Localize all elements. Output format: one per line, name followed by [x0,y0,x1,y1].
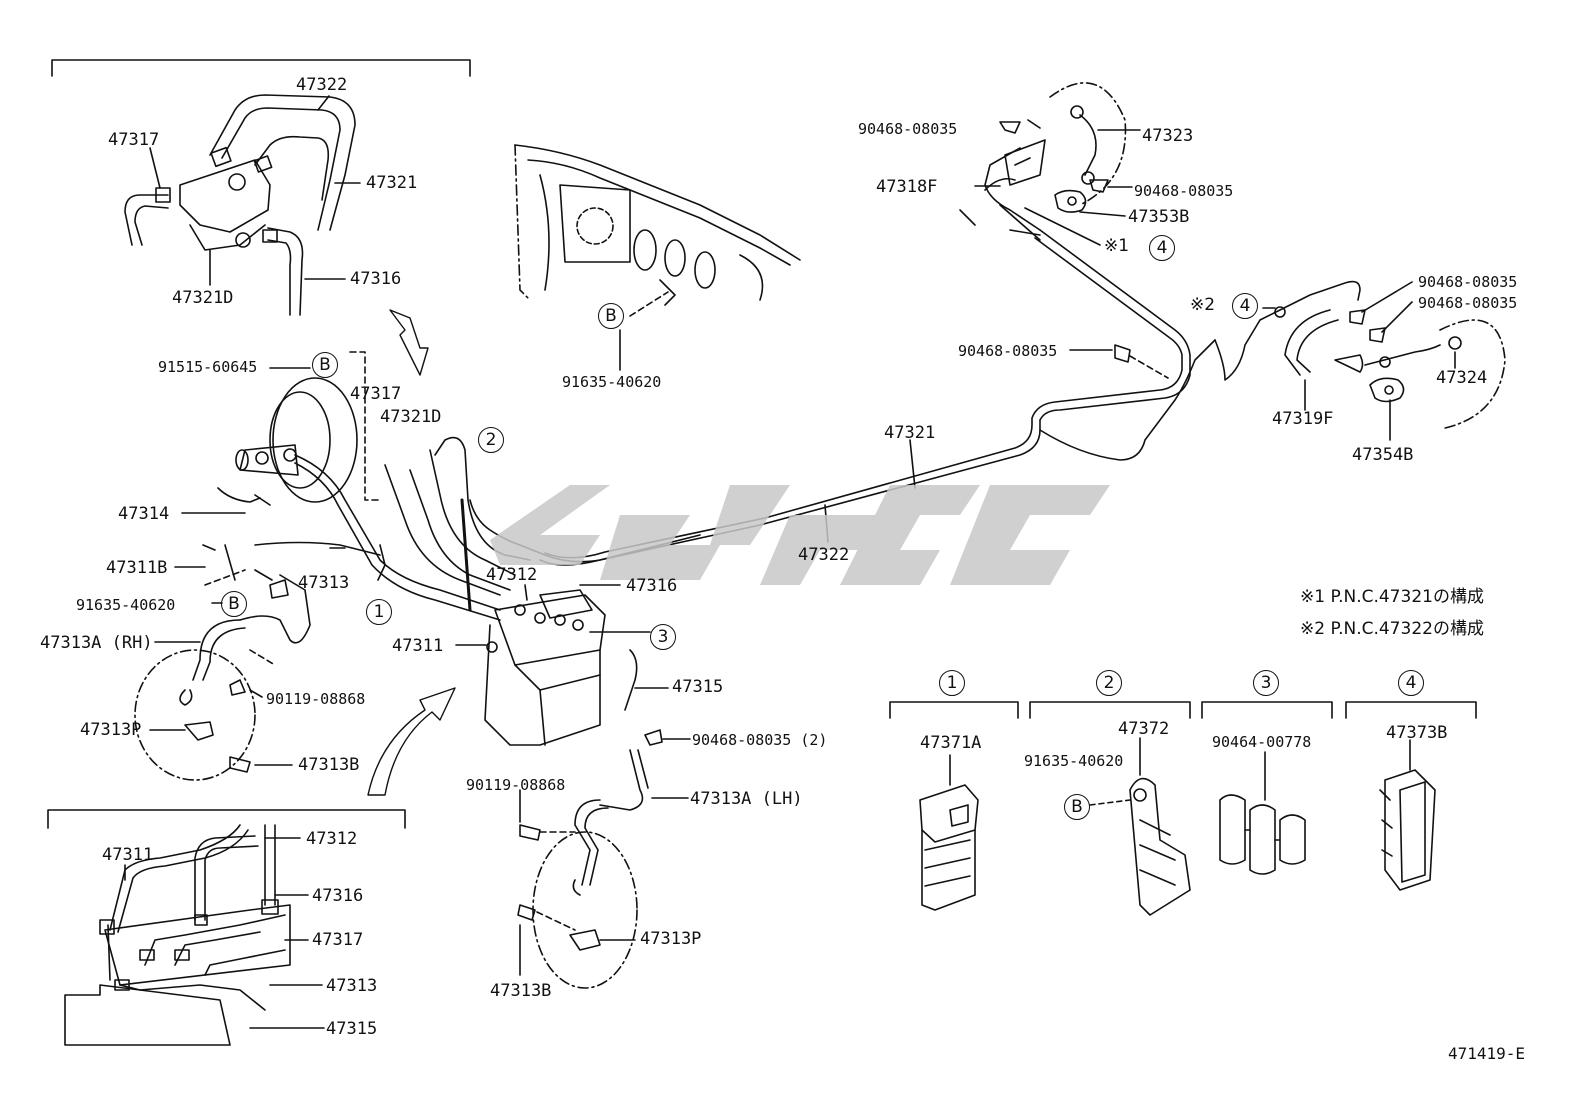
part-label: 47313A (LH) [690,789,803,809]
part-label: 47313B [490,981,552,1001]
callout-1: 1 [366,599,392,625]
part-label: 90468-08035 [1418,294,1518,312]
diagram-reference-code: 471419-E [1448,1044,1526,1063]
part-label: 47314 [118,504,170,524]
part-label: 47313 [326,976,378,996]
callout-B: B [221,591,247,617]
callout-B: B [1064,794,1090,820]
part-label: 47311 [102,845,154,865]
clip-47373B-drawing [1379,739,1436,891]
note-marker-2: ※2 [1190,295,1216,315]
view-arrow-bottom [367,687,456,796]
part-label: 47321 [884,423,936,443]
brake-booster-drawing [235,377,358,503]
callout-4: 4 [1232,293,1258,319]
part-label: 47316 [350,269,402,289]
legend-bracket-4 [1345,701,1477,719]
part-label: 91635-40620 [76,596,176,614]
part-label: 47312 [306,829,358,849]
proportioning-valve-drawing [124,94,356,316]
part-label: 47315 [326,1019,378,1039]
part-label: 47373B [1386,723,1448,743]
legend-callout-1: 1 [939,670,965,696]
part-label: 47313P [640,929,702,949]
note-2: ※2 P.N.C.47322の構成 [1300,619,1484,639]
part-label: 47316 [312,886,364,906]
clip-1-line [377,544,386,581]
part-label: 47321D [172,288,234,308]
part-label: 47323 [1142,126,1194,146]
legend-callout-3: 3 [1253,670,1279,696]
part-label: 90468-08035 [1418,273,1518,291]
part-label: 47312 [486,565,538,585]
rear-right-brake-drawing [1284,309,1506,429]
part-label: 47322 [296,75,348,95]
rear-brake-lines [539,147,1361,566]
watermark-logo [490,485,1110,585]
legend-bracket-1 [889,701,1019,719]
view-arrow-top [389,309,429,376]
inset-actuator-detail [64,824,291,1046]
callout-B: B [312,352,338,378]
group-bracket-top-left [51,59,471,77]
part-label: 90468-08035 (2) [692,731,828,749]
part-label: 47315 [672,677,724,697]
callout-B: B [598,303,624,329]
callout-2: 2 [478,427,504,453]
clip-47371A-drawing [919,754,979,911]
part-label: 47324 [1436,368,1488,388]
part-label: 47313A (RH) [40,633,153,653]
front-right-brake-drawing [134,574,311,781]
part-label: 47321 [366,173,418,193]
part-label: 47322 [798,545,850,565]
part-label: 47321D [380,407,442,427]
part-label: 91635-40620 [562,373,662,391]
callout-4: 4 [1149,235,1175,261]
legend-callout-2: 2 [1096,670,1122,696]
front-left-brake-drawing [517,749,649,989]
part-label: 47354B [1352,445,1414,465]
note-1: ※1 P.N.C.47321の構成 [1300,587,1484,607]
part-label: 90119-08868 [466,776,566,794]
part-label: 91515-60645 [158,358,258,376]
part-label: 47316 [626,576,678,596]
part-label: 91635-40620 [1024,752,1124,770]
body-panel-drawing [514,144,801,306]
part-label: 47311B [106,558,168,578]
part-label: 90468-08035 [858,120,958,138]
part-label: 47317 [108,130,160,150]
part-label: 90464-00778 [1212,733,1312,751]
part-label: 47313B [298,755,360,775]
part-label: 90119-08868 [266,690,366,708]
part-label: 47353B [1128,207,1190,227]
part-label: 90468-08035 [1134,182,1234,200]
legend-bracket-3 [1201,701,1333,719]
part-label: 47311 [392,636,444,656]
legend-callout-4: 4 [1398,670,1424,696]
clip-47372-drawing [1089,737,1191,916]
part-label: 47317 [312,930,364,950]
callout-3: 3 [650,624,676,650]
inset-bracket [47,809,406,829]
part-label: 47318F [876,177,938,197]
note-marker-1: ※1 [1104,236,1130,256]
part-label: 47371A [920,733,982,753]
legend-bracket-2 [1029,701,1191,719]
part-label: 47313 [298,573,350,593]
clip-2-line [460,498,472,612]
part-label: 47313P [80,720,142,740]
clip-90464-drawing [1219,751,1306,875]
part-label: 47372 [1118,719,1170,739]
part-label: 47317 [350,384,402,404]
part-label: 47319F [1272,409,1334,429]
part-label: 90468-08035 [958,342,1058,360]
